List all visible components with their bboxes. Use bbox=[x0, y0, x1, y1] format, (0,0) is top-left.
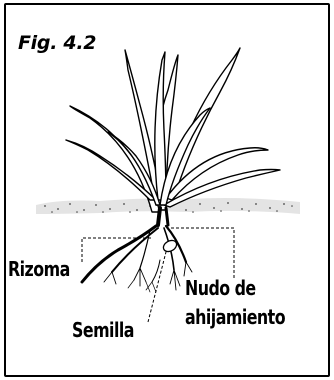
plant-roots bbox=[82, 208, 192, 292]
label-nudo-line2: ahijamiento bbox=[185, 303, 285, 332]
label-semilla: Semilla bbox=[72, 318, 134, 342]
label-nudo-de-ahijamiento: Nudo de ahijamiento bbox=[185, 274, 285, 332]
plant-leaves bbox=[66, 48, 280, 212]
figure-caption: Fig. 4.2 bbox=[18, 32, 96, 54]
label-rizoma: Rizoma bbox=[8, 257, 70, 281]
label-nudo-line1: Nudo de bbox=[185, 274, 285, 303]
